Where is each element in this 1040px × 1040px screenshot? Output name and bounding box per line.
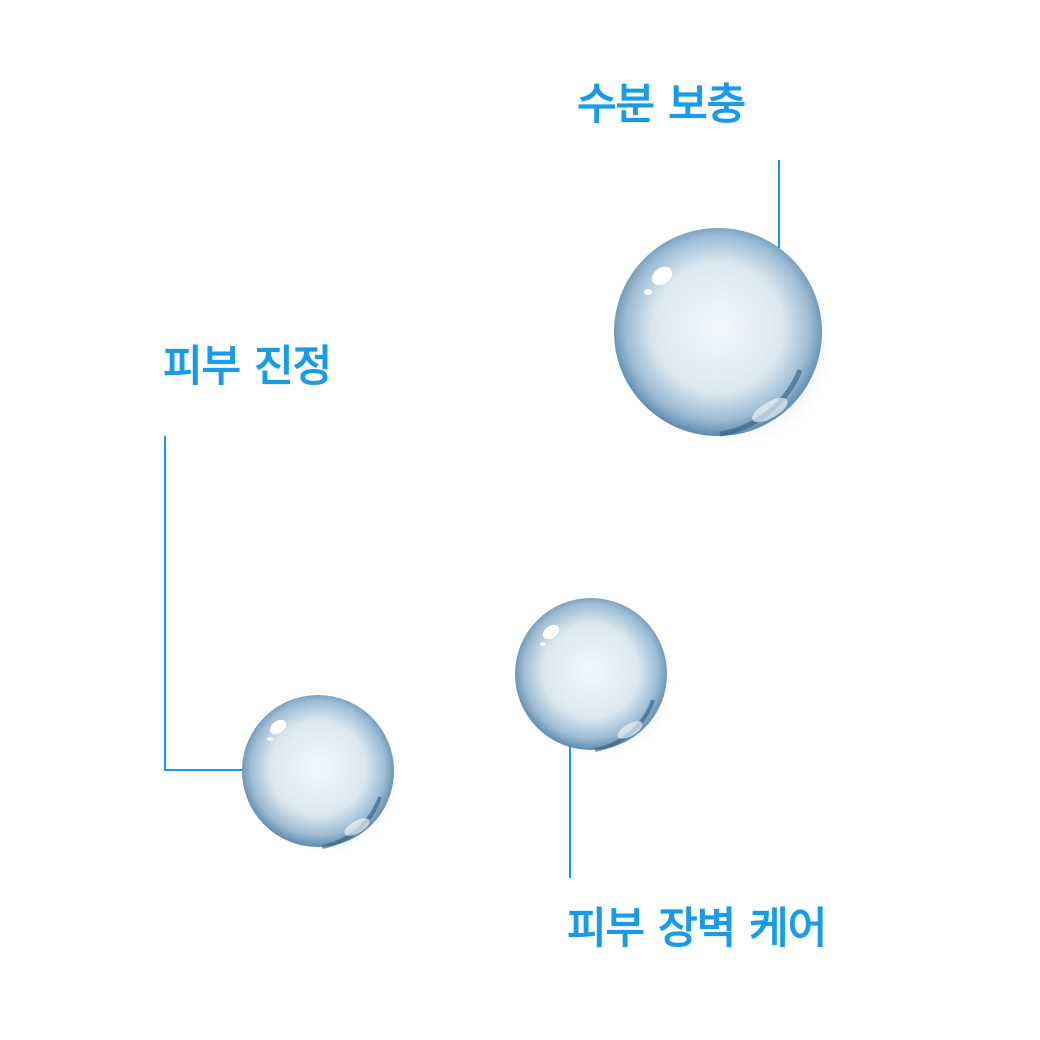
water-droplet-icon-medium bbox=[515, 598, 673, 756]
connector-line-moisture bbox=[778, 160, 780, 314]
label-moisture: 수분 보충 bbox=[577, 80, 746, 130]
connector-line-soothing-horizontal bbox=[164, 769, 290, 771]
connector-line-barrier bbox=[569, 700, 571, 878]
label-soothing: 피부 진정 bbox=[163, 342, 332, 392]
water-droplet-icon-small bbox=[242, 695, 400, 853]
label-barrier: 피부 장벽 케어 bbox=[567, 904, 827, 954]
connector-line-soothing-vertical bbox=[164, 436, 166, 771]
water-droplet-icon-large bbox=[614, 228, 833, 445]
